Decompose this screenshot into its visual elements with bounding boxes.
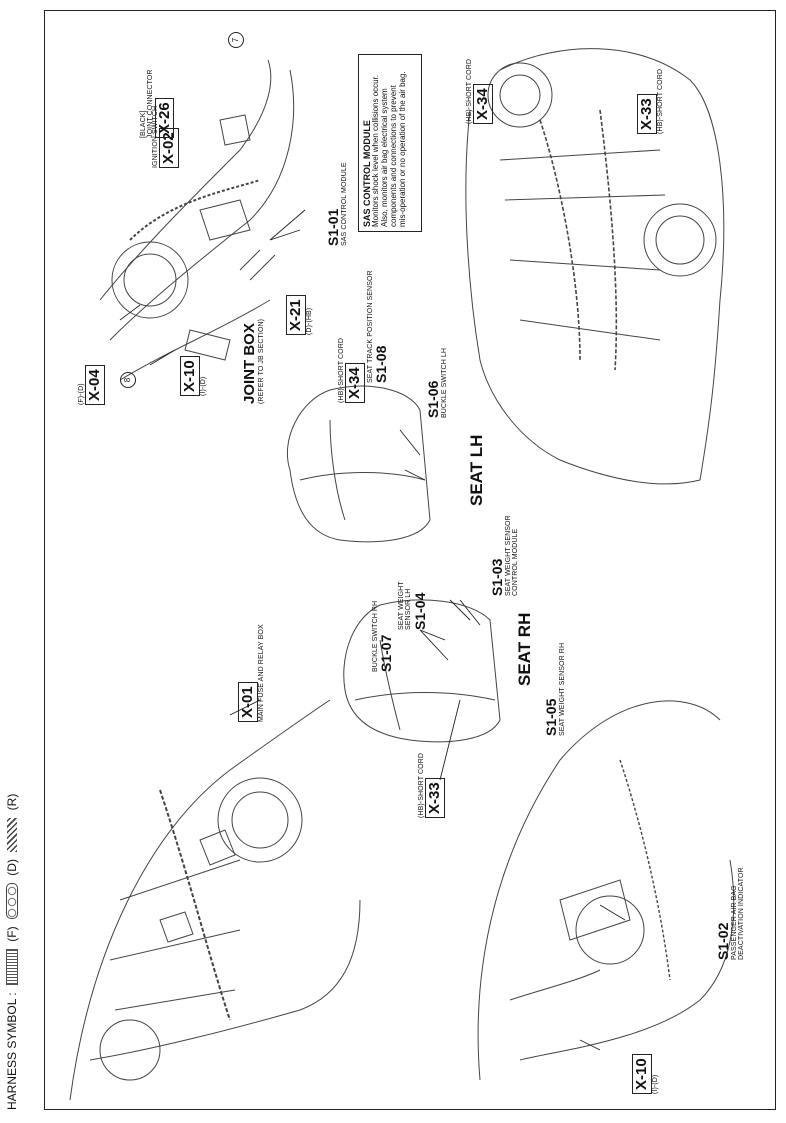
seat-lh-title: SEAT LH [467, 434, 486, 506]
x34a-code: X-34 [345, 363, 366, 403]
engine-bay-drawing [69, 699, 361, 1101]
x26-code: X-26 [154, 98, 175, 138]
callout-s1-07: BUCKLE SWITCH RH S1-07 [372, 601, 394, 672]
callout-s1-08: SEAT TRACK POSITION SENSOR S1-08 [367, 270, 389, 383]
callout-s1-06: S1-06 BUCKLE SWITCH LH [425, 347, 448, 418]
sas-info-box: SAS CONTROL MODULE Monitors shock level … [358, 54, 422, 232]
s102-code: S1-02 [715, 922, 731, 960]
callout-x34-right: (HB)-SHORT CORD X-34 [466, 58, 494, 124]
callout-x10-bottom: X-10 (I)-(D) [632, 1054, 659, 1094]
s104-desc1: SEAT WEIGHT [398, 581, 405, 630]
seat-rh-drawing [343, 599, 501, 743]
s108-code: S1-08 [373, 345, 390, 383]
s106-desc: BUCKLE SWITCH LH [440, 347, 448, 418]
s103-code: S1-03 [489, 558, 505, 596]
s107-code: S1-07 [378, 634, 395, 672]
x34a-sub: (HB)-SHORT CORD [338, 337, 345, 403]
x34b-code: X-34 [473, 84, 494, 124]
x26-desc1: [BLACK] [140, 110, 147, 138]
x10b-code: X-10 [632, 1054, 652, 1094]
s103-desc2: CONTROL MODULE [512, 528, 520, 596]
callout-x10-top: X-10 (I)-(D) [180, 356, 207, 396]
sas-line-4: mis-operation or no operation of the air… [397, 71, 407, 227]
x10a-code: X-10 [180, 356, 200, 396]
callout-s1-01: S1-01 SAS CONTROL MODULE [325, 162, 348, 246]
x10a-sub: (I)-(D) [199, 376, 207, 396]
joint-box-title: JOINT BOX [241, 323, 258, 404]
s101-code: S1-01 [325, 208, 341, 246]
callout-x34-seat: (HB)-SHORT CORD X-34 [338, 337, 366, 403]
seat-rh-title: SEAT RH [515, 612, 534, 686]
callout-s1-05: S1-05 SEAT WEIGHT SENSOR RH [543, 642, 566, 736]
callout-x04: (F)-(D) X-04 [78, 365, 106, 405]
x01-desc: MAIN FUSE AND RELAY BOX [257, 624, 265, 722]
x33a-sub: (HB)-SHORT CORD [418, 752, 425, 818]
x21-sub: (D)-(HB) [305, 307, 313, 335]
x33b-code: X-33 [637, 94, 657, 134]
leader-lines [119, 209, 626, 1051]
s102-desc2: DEACTIVATION INDICATOR [738, 867, 746, 960]
x04-sub: (F)-(D) [78, 383, 85, 405]
callout-x33-seat: (HB)-SHORT CORD X-33 [418, 752, 446, 818]
circle-marker-7: 7 [228, 32, 244, 48]
circle-marker-8: 8 [120, 372, 136, 388]
s106-code: S1-06 [425, 380, 441, 418]
callout-joint-box: JOINT BOX (REFER TO JB SECTION) [241, 318, 265, 404]
x26-desc2: JOINT CONNECTOR [147, 69, 155, 138]
s101-desc: SAS CONTROL MODULE [340, 162, 348, 246]
x21-code: X-21 [286, 295, 306, 335]
rear-vehicle-drawing [465, 48, 725, 485]
x33a-code: X-33 [425, 778, 446, 818]
seat-lh-drawing [286, 385, 431, 543]
s104-code: S1-04 [411, 592, 428, 630]
callout-x33-right: X-33 (HB)-SHORT CORD [637, 69, 664, 134]
dashboard-drawing [477, 700, 735, 1081]
callout-x01: X-01 MAIN FUSE AND RELAY BOX [238, 624, 265, 722]
callout-x21: X-21 (D)-(HB) [286, 295, 313, 335]
callout-s1-03: S1-03 SEAT WEIGHT SENSOR CONTROL MODULE [489, 515, 520, 596]
joint-box-ref: (REFER TO JB SECTION) [257, 318, 265, 404]
callout-s1-02: S1-02 PASSENGER AIR BAG DEACTIVATION IND… [715, 867, 746, 960]
diagram-frame [44, 10, 776, 1110]
s103-desc1: SEAT WEIGHT SENSOR [504, 515, 512, 596]
instrument-panel-drawing [99, 59, 295, 381]
x33b-sub: (HB)-SHORT CORD [656, 68, 664, 134]
x01-code: X-01 [238, 682, 258, 722]
x10b-sub: (I)-(D) [651, 1074, 659, 1094]
x34b-sub: (HB)-SHORT CORD [466, 58, 473, 124]
callout-s1-04: SEAT WEIGHT SENSOR LH S1-04 [398, 581, 428, 630]
s105-code: S1-05 [543, 698, 559, 736]
callout-x26: [BLACK] JOINT CONNECTOR X-26 [140, 69, 175, 138]
x04-code: X-04 [85, 365, 106, 405]
s102-desc1: PASSENGER AIR BAG [730, 885, 738, 960]
s105-desc: SEAT WEIGHT SENSOR RH [558, 642, 566, 736]
